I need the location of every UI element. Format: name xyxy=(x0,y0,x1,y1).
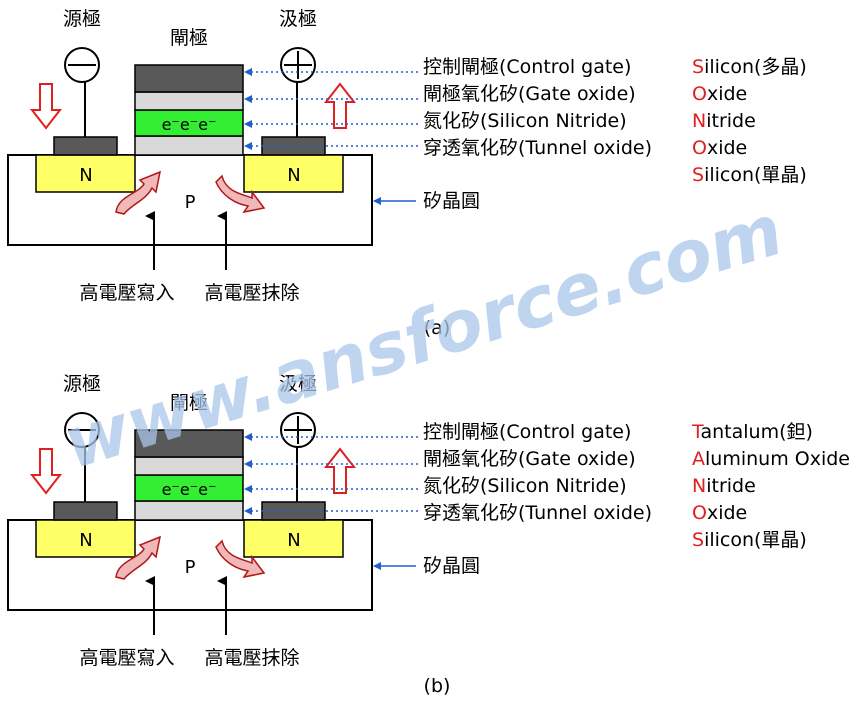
layer-label: 穿透氧化矽(Tunnel oxide) xyxy=(423,137,652,159)
material-name: Silicon(單晶) xyxy=(692,164,807,186)
p-label: P xyxy=(185,192,196,213)
layer-label: 穿透氧化矽(Tunnel oxide) xyxy=(423,502,652,524)
erase-curve-arrow-icon xyxy=(215,539,266,579)
program-curve-arrow-icon xyxy=(115,170,162,215)
nitride-layer xyxy=(134,474,244,502)
drain-label: 汲極 xyxy=(279,373,317,395)
n-right-label: N xyxy=(287,165,300,186)
source-label: 源極 xyxy=(63,373,101,395)
erase-curve-arrow-icon xyxy=(215,174,266,214)
layer-label: 控制閘極(Control gate) xyxy=(423,56,631,78)
plus-terminal-icon xyxy=(280,47,316,83)
gate-label: 閘極 xyxy=(170,27,208,49)
material-name: Oxide xyxy=(692,137,747,159)
layer-label: 控制閘極(Control gate) xyxy=(423,421,631,443)
electrons-label: e⁻e⁻e⁻ xyxy=(162,115,217,134)
material-name: Silicon(單晶) xyxy=(692,529,807,551)
layer-label: 閘極氧化矽(Gate oxide) xyxy=(423,83,636,105)
nitride-layer xyxy=(134,109,244,137)
electrons-label: e⁻e⁻e⁻ xyxy=(162,480,217,499)
caption: (b) xyxy=(424,675,451,697)
material-name: Oxide xyxy=(692,502,747,524)
program-curve-arrow-icon xyxy=(115,535,162,580)
plus-terminal-icon xyxy=(280,412,316,448)
panel-a: N N P e⁻e⁻e⁻ 源極 xyxy=(7,8,807,339)
n-left-label: N xyxy=(79,530,92,551)
wafer-label: 矽晶圓 xyxy=(423,555,480,577)
program-label: 高電壓寫入 xyxy=(79,647,174,669)
material-name: Aluminum Oxide xyxy=(692,448,850,470)
p-label: P xyxy=(185,557,196,578)
gate-oxide-layer xyxy=(134,91,244,111)
minus-terminal-icon xyxy=(64,412,100,448)
control-gate-layer xyxy=(134,64,244,93)
tunnel-oxide-layer xyxy=(134,500,244,521)
down-arrow-icon xyxy=(29,83,63,130)
material-name: Nitride xyxy=(692,110,756,132)
layer-label: 閘極氧化矽(Gate oxide) xyxy=(423,448,636,470)
up-arrow-icon xyxy=(323,82,357,129)
control-gate-layer xyxy=(134,429,244,458)
mos-device: N N P e⁻e⁻e⁻ 源極 xyxy=(7,8,373,304)
n-left-label: N xyxy=(79,165,92,186)
source-contact xyxy=(53,136,118,156)
erase-label: 高電壓抹除 xyxy=(204,647,299,669)
gate-label: 閘極 xyxy=(170,392,208,414)
panel-b: N N P e⁻e⁻e⁻ 源極 閘極 汲極 xyxy=(7,373,850,697)
mos-device: N N P e⁻e⁻e⁻ 源極 閘極 汲極 xyxy=(7,373,373,669)
n-right-label: N xyxy=(287,530,300,551)
material-name: Nitride xyxy=(692,475,756,497)
tunnel-oxide-layer xyxy=(134,135,244,156)
program-label: 高電壓寫入 xyxy=(79,282,174,304)
caption: (a) xyxy=(424,317,450,339)
erase-label: 高電壓抹除 xyxy=(204,282,299,304)
down-arrow-icon xyxy=(29,448,63,495)
source-contact xyxy=(53,501,118,521)
wafer-label: 矽晶圓 xyxy=(423,190,480,212)
layer-label: 氮化矽(Silicon Nitride) xyxy=(423,110,627,132)
source-label: 源極 xyxy=(63,8,101,30)
up-arrow-icon xyxy=(323,447,357,494)
material-name: Silicon(多晶) xyxy=(692,56,807,78)
layer-label: 氮化矽(Silicon Nitride) xyxy=(423,475,627,497)
drain-label: 汲極 xyxy=(279,8,317,30)
material-name: Oxide xyxy=(692,83,747,105)
material-name: Tantalum(鉭) xyxy=(691,421,813,443)
minus-terminal-icon xyxy=(64,47,100,83)
n-region-left xyxy=(35,154,136,193)
n-region-left xyxy=(35,519,136,558)
